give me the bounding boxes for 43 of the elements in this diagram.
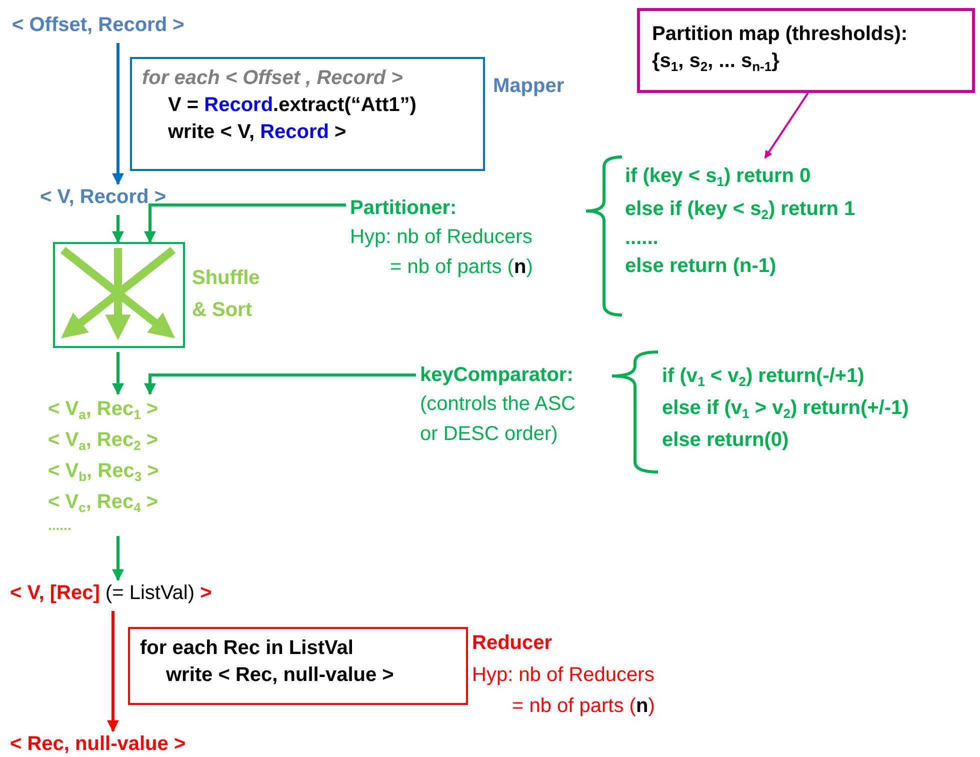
code-line: else if (key < s$_{2}$) return 1 <box>625 197 856 224</box>
arrow <box>144 374 416 396</box>
code-line: write < Rec, null-value > <box>165 663 395 688</box>
shuffle-box <box>53 242 185 348</box>
hypothesis-note: Hyp: nb of Reducers = nb of parts (n) <box>472 663 656 719</box>
code-line: for each < Offset , Record > <box>142 66 404 91</box>
mapper-code-box <box>130 57 485 171</box>
box-heading: Partition map (thresholds): <box>652 22 909 47</box>
arrow <box>144 204 346 244</box>
hypothesis-note: Hyp: nb of Reducers = nb of parts (n) <box>350 225 534 280</box>
mapper-label: Mapper <box>493 74 564 99</box>
partitioner-heading: Partitioner: <box>350 196 458 221</box>
code-line: else return (n-1) <box>625 254 778 279</box>
output-pair-label: < Rec, null-value > <box>10 732 187 757</box>
arrow <box>764 92 809 159</box>
code-line: if (key < s$_{1}$) return 0 <box>625 164 812 191</box>
shuffle-sort-label: Shuffle & Sort <box>192 266 261 323</box>
pair-label: < V$_{a}$, Rec$_{2}$ > <box>48 428 160 455</box>
pair-label: < V$_{b}$, Rec$_{3}$ > <box>48 459 160 486</box>
code-line: for each Rec in ListVal <box>140 636 354 661</box>
threshold-set: {s$_{1}$, s$_{2}$, ... s$_{n-1}$} <box>652 49 780 75</box>
arrow <box>112 536 124 582</box>
code-line: else return(0) <box>662 428 790 453</box>
arrow <box>112 352 124 396</box>
arrow <box>112 215 124 244</box>
code-line: else if (v$_{1}$ > v$_{2}$) return(+/-1) <box>662 396 910 423</box>
code-line: write < V, Record > <box>167 120 348 145</box>
reducer-code-box <box>128 627 468 705</box>
input-pair-label: < Offset, Record > <box>12 13 186 38</box>
pair-label: < V$_{c}$, Rec$_{4}$ > <box>48 490 160 517</box>
comparator-note: (controls the ASC or DESC order) <box>420 392 577 447</box>
ellipsis: ...... <box>48 518 72 532</box>
arrow <box>107 611 119 732</box>
reducer-label: Reducer <box>472 631 552 656</box>
code-line: if (v$_{1}$ < v$_{2}$) return(-/+1) <box>662 364 866 391</box>
pair-label: < V, Record > <box>40 185 167 210</box>
arrow <box>112 43 124 186</box>
partition-map-box <box>637 8 975 93</box>
ellipsis: ...... <box>625 226 660 250</box>
pair-label: < V$_{a}$, Rec$_{1}$ > <box>48 397 160 424</box>
grouped-pair-label: < V, [Rec] (= ListVal) > <box>10 581 213 606</box>
code-line: V = Record.extract(“Att1”) <box>167 93 418 118</box>
comparator-heading: keyComparator: <box>420 363 574 388</box>
